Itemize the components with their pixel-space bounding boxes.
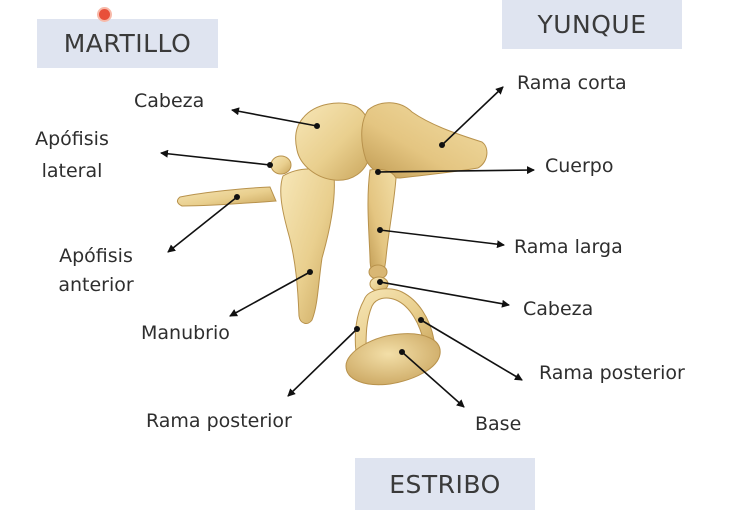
label-stapes-head: Cabeza	[523, 298, 594, 320]
anchor-lateral-process	[267, 162, 273, 168]
anchor-incus-body	[375, 169, 381, 175]
label-malleus-head: Cabeza	[134, 90, 205, 112]
arrow-lateral-process	[160, 149, 271, 166]
anchor-malleus-head	[314, 123, 320, 129]
label-anterior-process: Apófisis anterior	[46, 244, 146, 297]
arrow-long-crus	[379, 229, 505, 249]
label-short-crus: Rama corta	[517, 72, 627, 94]
stapes-bone	[345, 276, 441, 386]
pointer-arrows	[160, 86, 535, 408]
arrow-malleus-head	[231, 107, 318, 127]
label-lateral-process-line1: Apófisis	[35, 128, 109, 150]
anchor-short-crus	[439, 142, 445, 148]
arrow-posterior-crus-left	[287, 328, 358, 397]
malleus-head-shape	[295, 102, 372, 181]
anchor-anterior-process	[234, 194, 240, 200]
manubrium-shape	[280, 168, 335, 324]
label-lateral-process-line2: lateral	[41, 160, 103, 182]
lateral-process-shape	[270, 155, 292, 175]
malleus-bone	[176, 102, 372, 324]
arrow-stapes-head	[379, 281, 510, 308]
arrow-footplate	[401, 351, 465, 408]
label-posterior-crus-left: Rama posterior	[146, 410, 292, 432]
anchor-posterior-crus-right	[418, 317, 424, 323]
label-long-crus: Rama larga	[514, 236, 623, 258]
arrow-posterior-crus-right	[420, 319, 523, 381]
anterior-process-shape	[176, 186, 277, 207]
label-posterior-crus-right: Rama posterior	[539, 362, 685, 384]
anchor-stapes-head	[377, 279, 383, 285]
label-anterior-process-line2: anterior	[58, 274, 134, 296]
anchor-long-crus	[377, 227, 383, 233]
label-manubrium: Manubrio	[141, 322, 230, 344]
stapes-title: ESTRIBO	[355, 458, 535, 510]
malleus-title: MARTILLO	[37, 19, 218, 68]
arrow-incus-body	[377, 166, 535, 175]
incus-body-shape	[361, 102, 488, 179]
label-incus-body: Cuerpo	[545, 155, 614, 177]
label-footplate: Base	[475, 413, 522, 435]
anchor-manubrium	[307, 269, 313, 275]
cursor-pointer-icon	[99, 9, 110, 20]
anchor-footplate	[399, 349, 405, 355]
long-crus-shape	[367, 168, 397, 277]
incus-bone	[361, 102, 488, 280]
incus-title: YUNQUE	[502, 0, 682, 49]
anchor-posterior-crus-left	[354, 326, 360, 332]
arrow-anterior-process	[167, 196, 238, 253]
label-lateral-process: Apófisis lateral	[22, 127, 122, 183]
arrow-short-crus	[441, 86, 504, 146]
arrow-manubrium	[229, 271, 311, 317]
stapes-footplate-shape	[345, 333, 441, 386]
label-anterior-process-line1: Apófisis	[59, 245, 133, 267]
